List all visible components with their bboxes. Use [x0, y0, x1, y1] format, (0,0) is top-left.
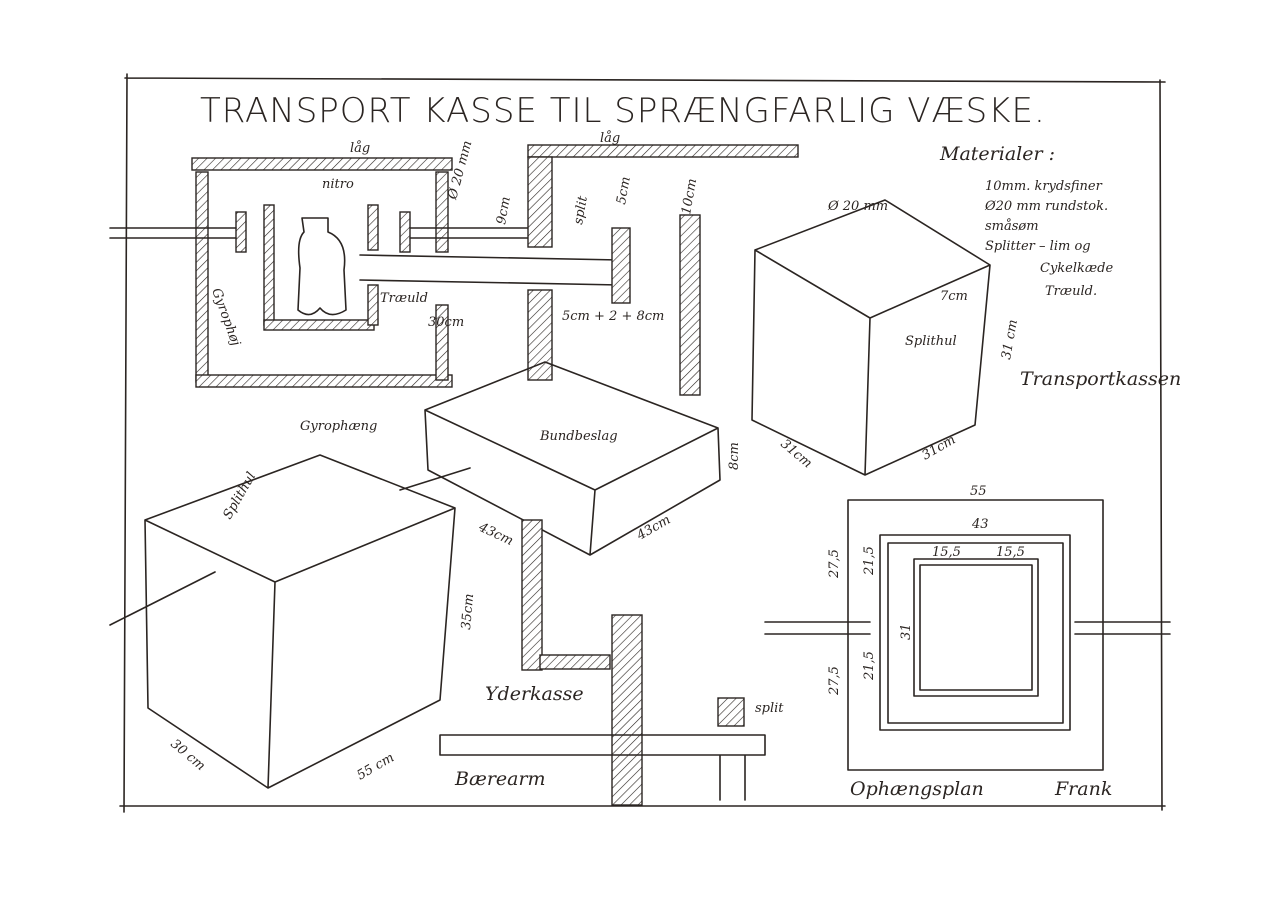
height-9-label: 9cm	[494, 196, 514, 226]
transport-splithole-label: Splithul	[905, 334, 957, 349]
material-item: Cykelkæde	[1040, 261, 1113, 276]
outer-w1-label: 30 cm	[167, 737, 208, 774]
lid-label: låg	[350, 140, 370, 156]
dims-label: 5cm + 2 + 8cm	[562, 309, 664, 324]
signature: Frank	[1054, 778, 1112, 800]
plan-width-55: 55	[970, 484, 987, 499]
bottom-fitting-label: Bundbeslag	[539, 429, 618, 444]
plan-dim: 21,5	[862, 651, 877, 681]
title: TRANSPORT KASSE TIL SPRÆNGFARLIG VÆSKE.	[200, 91, 1046, 131]
material-item: 10mm. krydsfiner	[985, 179, 1103, 194]
plan-left-15: 15,5	[932, 545, 961, 560]
carry-split-label: split	[755, 701, 784, 716]
material-item: Ø20 mm rundstok.	[984, 199, 1108, 214]
outer-box-label: Yderkasse	[485, 683, 584, 705]
outer-splithole-label: Splithul	[220, 470, 259, 522]
transport-box-drawing	[751, 199, 991, 476]
plan-right-15: 15,5	[996, 545, 1025, 560]
transport-height-label: 31 cm	[999, 318, 1021, 360]
dim-10-label: 10cm	[679, 177, 700, 215]
material-item: Splitter – lim og	[985, 239, 1091, 254]
plan-dim: 27,5	[827, 549, 842, 579]
split-label: split	[571, 194, 591, 225]
plan-dim: 27,5	[827, 666, 842, 696]
nitro-label: nitro	[322, 177, 354, 192]
width-30-label: 30cm	[428, 315, 464, 330]
page-frame	[119, 73, 1166, 813]
materials-list: 10mm. krydsfiner Ø20 mm rundstok. småsøm…	[984, 179, 1113, 299]
plan-dim: 21,5	[862, 546, 877, 576]
material-item: småsøm	[985, 218, 1039, 234]
outer-w2-label: 55 cm	[355, 750, 397, 783]
gyro-box-drawing	[399, 361, 721, 556]
section-view	[109, 144, 799, 396]
carry-arm-label: Bærearm	[454, 768, 546, 790]
wood-wool-label: Træuld	[380, 291, 428, 306]
plan-dim: 31	[899, 623, 914, 640]
materials-heading: Materialer :	[939, 143, 1055, 165]
transport-dia-label: Ø 20 mm	[827, 199, 888, 214]
suspension-plan-drawing	[764, 499, 1171, 771]
gyro-height-label: 8cm	[727, 442, 742, 470]
outer-height-label: 35cm	[459, 593, 477, 630]
transport-box-label: Transportkassen	[1020, 368, 1181, 390]
plan-width-43: 43	[971, 517, 989, 532]
plan-label: Ophængsplan	[850, 778, 984, 800]
transport-w2-label: 31cm	[920, 432, 959, 463]
gyro-hang-label: Gyrophæng	[300, 419, 377, 434]
carry-arm-drawing	[439, 519, 766, 806]
dim-5-label: 5cm	[614, 176, 634, 206]
gyro-w1-label: 43cm	[475, 520, 515, 549]
lid-label-2: låg	[600, 130, 620, 146]
peg-label: 7cm	[940, 289, 968, 304]
gyro-label: Gyrophøj	[208, 286, 243, 348]
outer-box-drawing	[109, 454, 456, 789]
gyro-w2-label: 43cm	[634, 512, 674, 544]
material-item: Træuld.	[1045, 284, 1097, 299]
